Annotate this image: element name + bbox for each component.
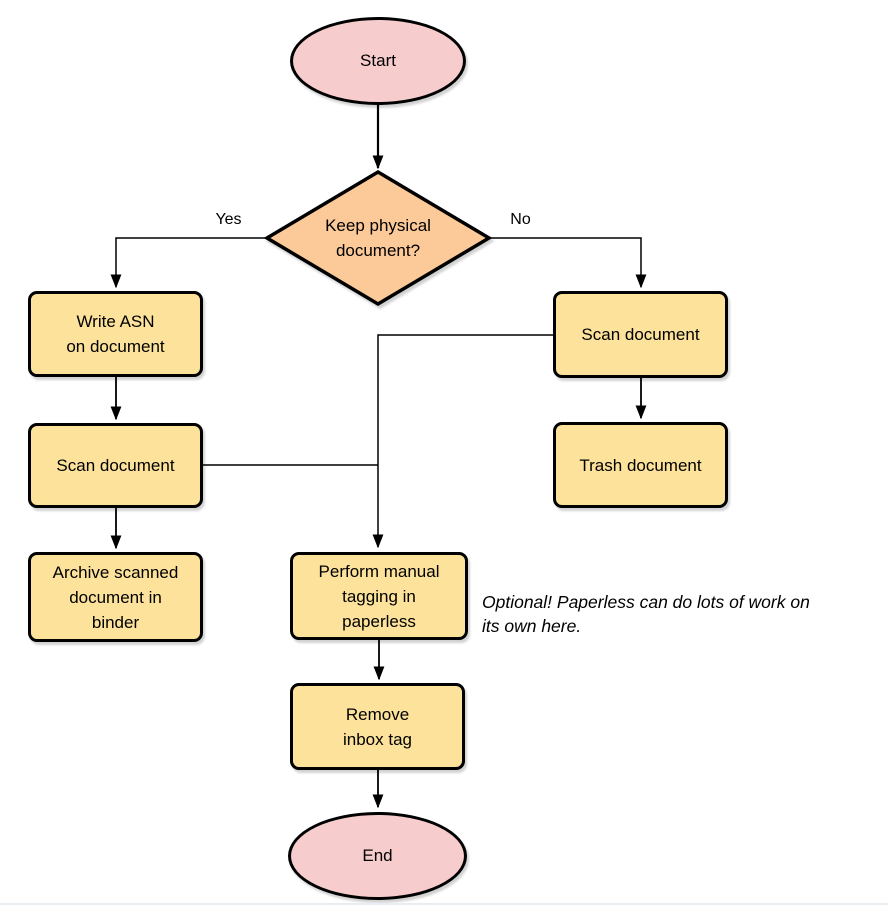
edge-label-yes: Yes [215, 211, 242, 228]
node-scan-document-left: Scan document [28, 423, 203, 508]
node-end: End [288, 812, 467, 900]
node-write-asn: Write ASN on document [28, 291, 203, 377]
node-manual-tagging: Perform manual tagging in paperless [290, 552, 468, 640]
node-trash-document: Trash document [553, 422, 728, 508]
decision-diamond-shape [263, 169, 493, 307]
node-archive-binder: Archive scanned document in binder [28, 552, 203, 642]
node-start: Start [290, 17, 466, 105]
bottom-divider [0, 903, 888, 905]
edge-decision-yes [116, 237, 267, 287]
node-scan-document-right: Scan document [553, 291, 728, 378]
node-decision-label: Keep physical document? [325, 216, 431, 260]
node-remove-inbox-tag: Remove inbox tag [290, 683, 465, 770]
edge-label-no: No [510, 211, 531, 228]
optional-note: Optional! Paperless can do lots of work … [482, 592, 810, 636]
edge-decision-no [489, 237, 641, 287]
edge-scanright-to-tagging [378, 334, 553, 547]
